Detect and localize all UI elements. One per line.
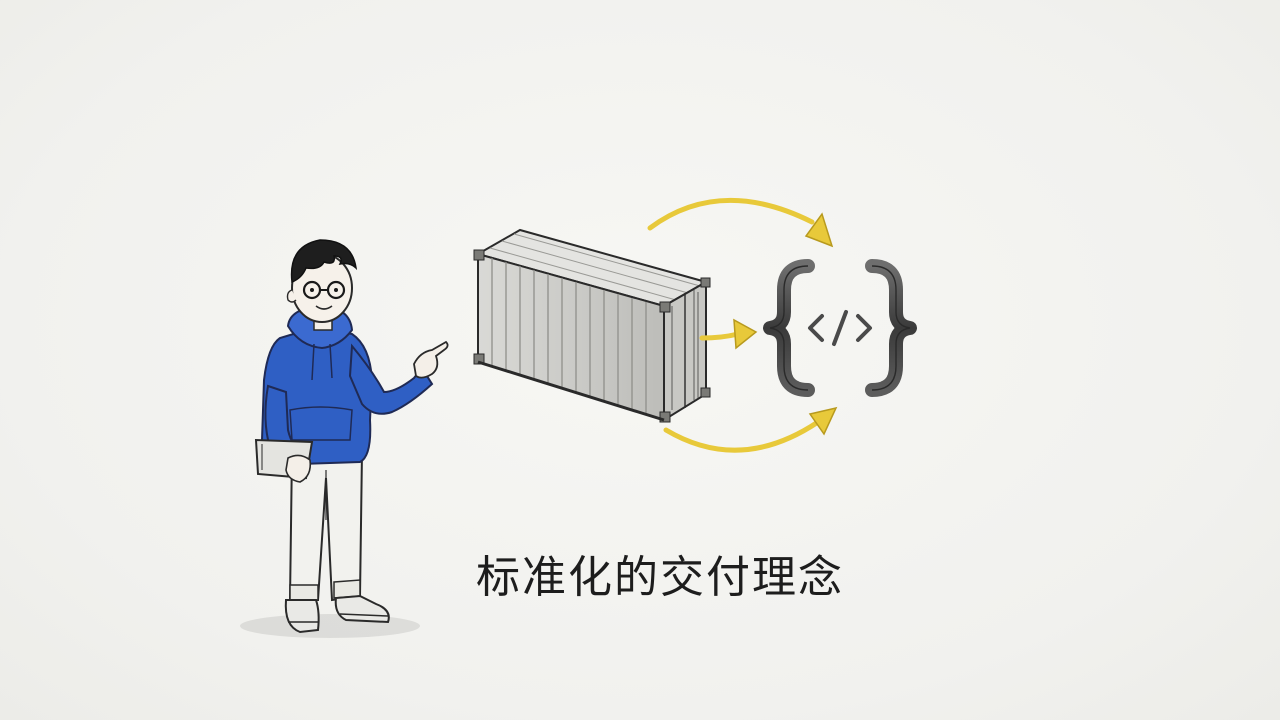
person-pointing-icon [240,239,449,638]
caption: 标准化的交付理念 [476,552,844,603]
code-braces-icon [763,259,917,397]
arrow-bottom-icon [663,406,838,453]
arrow-middle-icon [699,318,758,350]
arrow-top-icon [647,198,834,248]
shipping-container-icon [473,228,711,423]
